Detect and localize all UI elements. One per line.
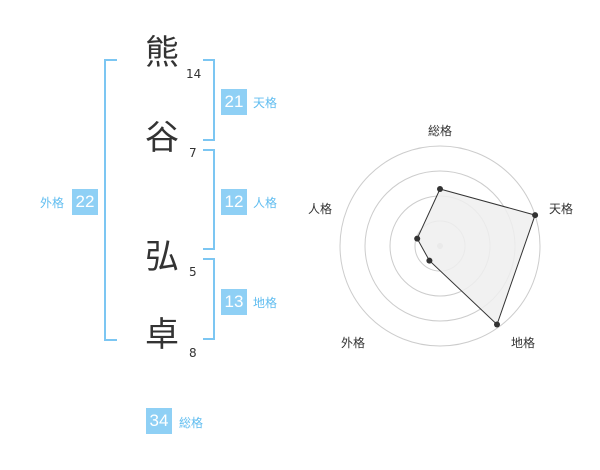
radar-label-jinkaku: 人格 bbox=[308, 202, 333, 216]
radar-label-gaikaku: 外格 bbox=[341, 336, 366, 350]
bracket-gaikaku bbox=[104, 59, 117, 341]
name-char-3: 弘 bbox=[145, 237, 179, 277]
tenkaku-badge: 21 bbox=[221, 89, 247, 115]
gaikaku-badge: 22 bbox=[72, 189, 98, 215]
radar-label-tenkaku: 天格 bbox=[549, 202, 574, 216]
stroke-count-1: 14 bbox=[186, 67, 202, 81]
stroke-count-4: 8 bbox=[189, 346, 197, 360]
radar-point-4 bbox=[426, 257, 433, 264]
soukaku-badge: 34 bbox=[146, 408, 172, 434]
bracket-tenkaku bbox=[203, 59, 215, 141]
radar-series-polygon bbox=[416, 188, 536, 326]
name-char-1: 熊 bbox=[145, 33, 179, 73]
jinkaku-label: 人格 bbox=[253, 196, 278, 210]
radar-point-1 bbox=[437, 186, 443, 192]
chikaku-badge: 13 bbox=[221, 289, 247, 315]
jinkaku-badge: 12 bbox=[221, 189, 247, 215]
bracket-jinkaku bbox=[203, 149, 215, 250]
name-char-4: 卓 bbox=[145, 315, 179, 355]
gaikaku-label: 外格 bbox=[40, 196, 65, 210]
radar-point-3 bbox=[494, 321, 500, 328]
radar-point-5 bbox=[414, 235, 421, 242]
stroke-count-2: 7 bbox=[189, 146, 197, 160]
soukaku-label: 総格 bbox=[179, 416, 204, 430]
radar-point-2 bbox=[532, 212, 539, 219]
chikaku-label: 地格 bbox=[253, 296, 278, 310]
radar-label-soukaku: 総格 bbox=[428, 124, 453, 138]
stroke-count-3: 5 bbox=[189, 265, 197, 279]
bracket-chikaku bbox=[203, 258, 215, 340]
radar-ring-4 bbox=[339, 145, 541, 347]
radar-label-chikaku: 地格 bbox=[511, 336, 536, 350]
tenkaku-label: 天格 bbox=[253, 96, 278, 110]
name-char-2: 谷 bbox=[145, 118, 179, 158]
